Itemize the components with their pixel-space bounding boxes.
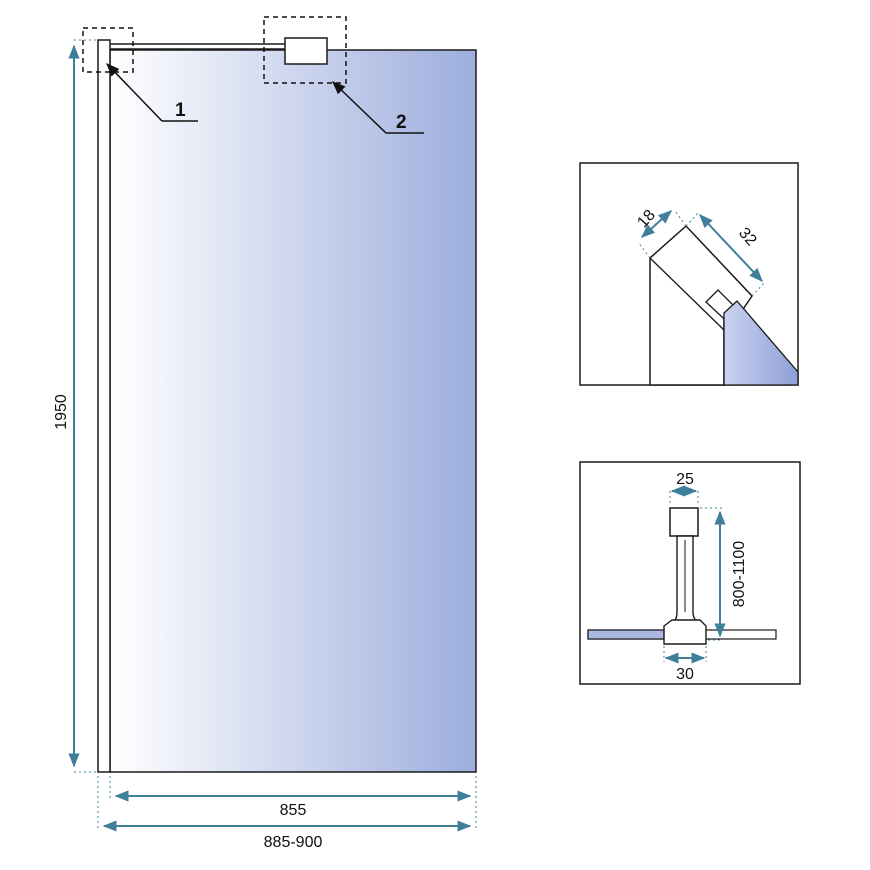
- wall-mount-block: [669, 507, 699, 537]
- bar-length-label: 800-1100: [731, 541, 748, 608]
- detail-box-2: [263, 16, 347, 84]
- glass-clamp-detail: [663, 619, 707, 645]
- glass-width-label: 855: [280, 802, 307, 819]
- total-width-dimension: 885-900: [97, 776, 472, 851]
- glass-width-dimension: 855: [109, 776, 477, 828]
- detail-glass: [723, 300, 799, 386]
- glass-clamp: [284, 37, 328, 65]
- callout-1-label: 1: [175, 100, 186, 121]
- main-view: 1 2 1950 855 885-900: [53, 16, 477, 851]
- wall-profile: [97, 39, 111, 773]
- height-dimension: 1950: [53, 39, 96, 773]
- support-bar: [110, 37, 328, 65]
- callout-2-label: 2: [396, 112, 407, 133]
- callout-1: 1: [106, 63, 198, 122]
- detail-support-bar: 25 800-1100 30: [579, 461, 801, 685]
- bar-top-width-label: 25: [676, 471, 694, 488]
- height-label: 1950: [53, 394, 70, 430]
- detail-wall-profile: 18 32: [579, 162, 799, 386]
- bar-bottom-width-label: 30: [676, 666, 694, 683]
- total-width-label: 885-900: [264, 834, 323, 851]
- callout-2: 2: [332, 81, 424, 134]
- glass-panel: [109, 49, 477, 773]
